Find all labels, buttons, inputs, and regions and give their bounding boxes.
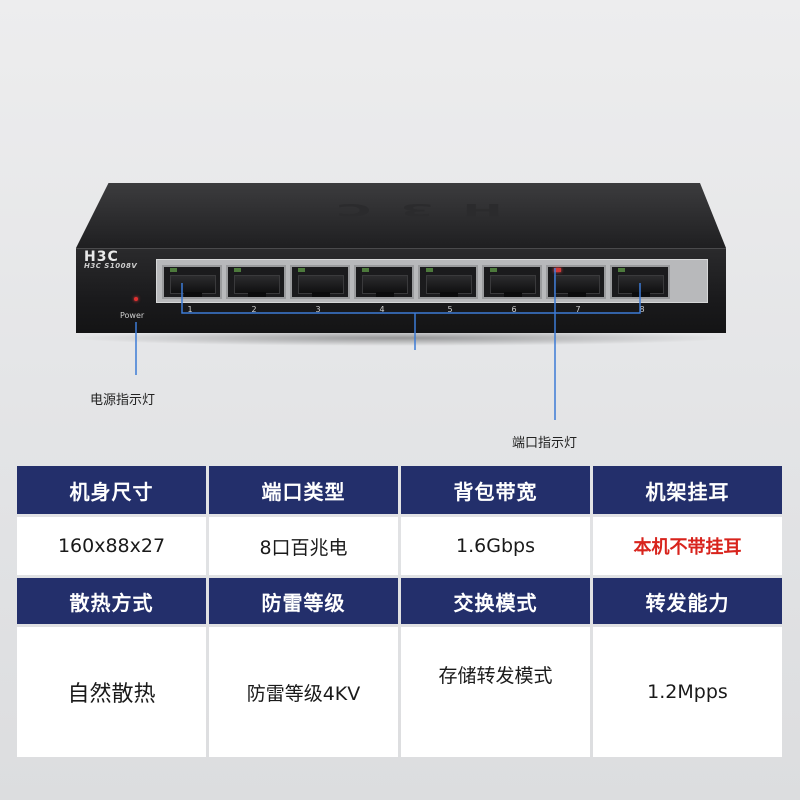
spec-header: 背包带宽 <box>401 466 590 514</box>
spec-header: 机身尺寸 <box>17 466 206 514</box>
ethernet-port <box>290 265 350 299</box>
ethernet-port <box>418 265 478 299</box>
port-led-icon <box>554 268 561 272</box>
port-led-icon <box>362 268 369 272</box>
port-led-icon <box>298 268 305 272</box>
power-indicator-caption: 电源指示灯 <box>90 393 156 408</box>
spec-value: 自然散热 <box>17 627 206 757</box>
port-number: 7 <box>575 305 581 314</box>
brand-logo: H3C <box>84 249 119 265</box>
spec-value-warning: 本机不带挂耳 <box>593 517 782 575</box>
spec-value: 防雷等级4KV <box>209 627 398 757</box>
spec-value: 8口百兆电 <box>209 517 398 575</box>
spec-table: 机身尺寸 端口类型 背包带宽 机架挂耳 160x88x27 8口百兆电 1.6G… <box>0 462 800 800</box>
port-number: 3 <box>315 305 321 314</box>
ethernet-port <box>610 265 670 299</box>
power-label: Power <box>120 311 145 320</box>
port-number: 6 <box>511 305 517 314</box>
power-led-icon <box>134 297 138 301</box>
port-led-icon <box>170 268 177 272</box>
spec-value: 1.6Gbps <box>401 517 590 575</box>
port-number: 8 <box>639 305 645 314</box>
spec-header: 防雷等级 <box>209 578 398 624</box>
spec-header: 散热方式 <box>17 578 206 624</box>
spec-value: 160x88x27 <box>17 517 206 575</box>
port-indicator-caption: 端口指示灯 <box>512 436 578 451</box>
spec-value: 存储转发模式 <box>401 627 590 757</box>
port-led-icon <box>490 268 497 272</box>
device-shadow <box>70 330 730 346</box>
port-panel <box>156 259 708 303</box>
port-led-icon <box>234 268 241 272</box>
model-label: H3C S1008V <box>84 262 138 270</box>
spec-header: 交换模式 <box>401 578 590 624</box>
device-top-surface <box>76 183 726 248</box>
device-front-panel: H3C H3C S1008V Power 1 2 3 4 5 6 7 8 <box>76 248 726 333</box>
port-led-icon <box>618 268 625 272</box>
port-led-icon <box>426 268 433 272</box>
spec-header: 转发能力 <box>593 578 782 624</box>
port-number: 1 <box>187 305 193 314</box>
ethernet-port <box>162 265 222 299</box>
ethernet-port <box>226 265 286 299</box>
port-number: 4 <box>379 305 385 314</box>
spec-value: 1.2Mpps <box>593 627 782 757</box>
port-bracket-line <box>181 283 641 314</box>
ethernet-port <box>354 265 414 299</box>
callout-lines <box>135 268 641 420</box>
port-number: 2 <box>251 305 257 314</box>
port-number: 5 <box>447 305 453 314</box>
spec-header: 端口类型 <box>209 466 398 514</box>
spec-header: 机架挂耳 <box>593 466 782 514</box>
ethernet-port <box>482 265 542 299</box>
product-photo: H3C H3C H3C S1008V Power 1 2 3 4 5 6 7 8 <box>70 183 730 451</box>
